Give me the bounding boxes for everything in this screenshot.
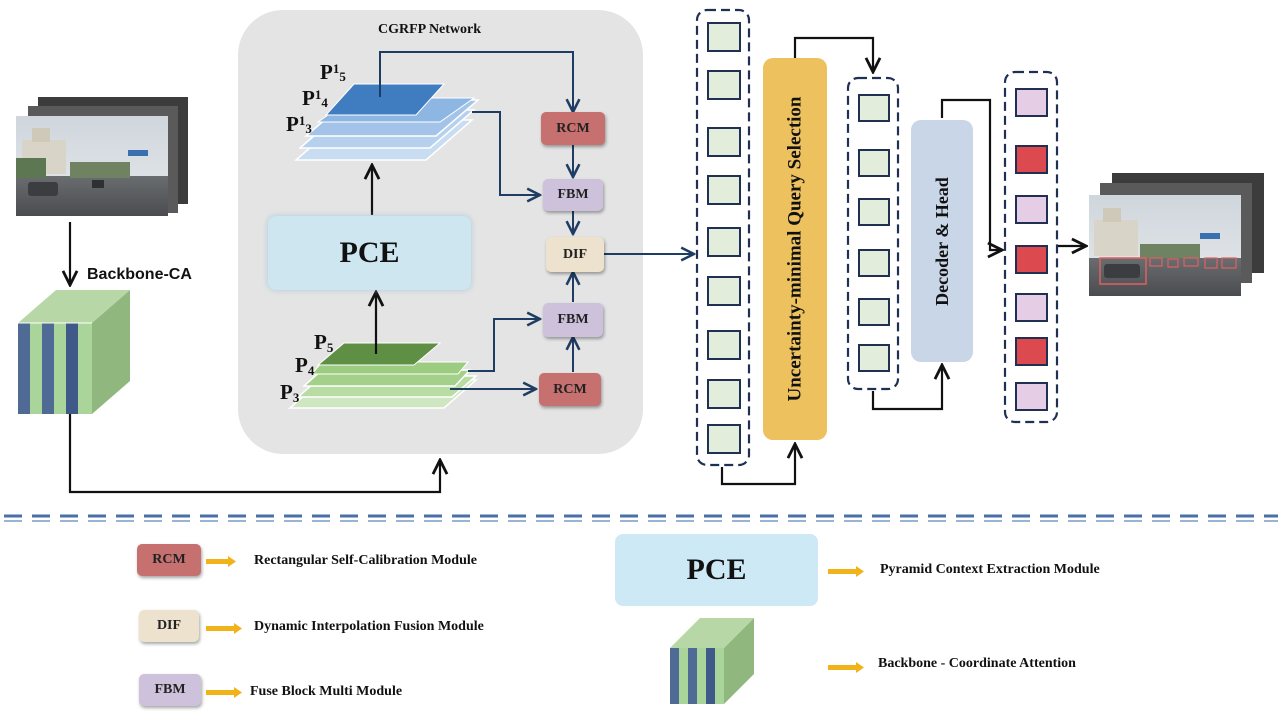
input-image-stack bbox=[16, 97, 188, 216]
token-column-2-item bbox=[858, 198, 890, 226]
level-label-p3: P3 bbox=[280, 380, 300, 405]
token-column-2-item bbox=[858, 249, 890, 277]
lower-pyramid bbox=[288, 342, 478, 409]
legend-backbone-arrow-icon bbox=[828, 660, 864, 673]
token-column-1-item bbox=[707, 227, 741, 257]
token-column-2-item bbox=[858, 149, 890, 177]
level-label-p4: P4 bbox=[295, 353, 315, 378]
legend-fbm-arrow-icon bbox=[206, 685, 242, 698]
pce-label: PCE bbox=[339, 236, 400, 269]
token-column-2 bbox=[846, 76, 900, 391]
legend-rcm-text: Rectangular Self-Calibration Module bbox=[254, 553, 477, 568]
level-label-p1-5: P15 bbox=[320, 60, 346, 84]
cgrfp-title: CGRFP Network bbox=[378, 22, 482, 37]
token-column-1-item bbox=[707, 22, 741, 52]
legend-pce-arrow-icon bbox=[828, 564, 864, 577]
level-label-p1-4: P14 bbox=[302, 86, 328, 110]
output-image-stack bbox=[1089, 173, 1264, 296]
token-column-2-item bbox=[858, 94, 890, 122]
backbone-block bbox=[18, 290, 130, 414]
legend-backbone-text: Backbone - Coordinate Attention bbox=[878, 656, 1076, 671]
legend-dif-arrow-icon bbox=[206, 621, 242, 634]
legend-dif-text: Dynamic Interpolation Fusion Module bbox=[254, 619, 484, 634]
token-column-1-item bbox=[707, 70, 741, 100]
legend-rcm-arrow-icon bbox=[206, 554, 236, 567]
token-column-2-item bbox=[858, 344, 890, 372]
rcm-bottom-module: RCM bbox=[539, 373, 601, 406]
legend-fbm-text: Fuse Block Multi Module bbox=[250, 684, 403, 699]
token-column-1-item bbox=[707, 379, 741, 409]
legend-dif-box: DIF bbox=[139, 610, 199, 642]
token-column-1-item bbox=[707, 424, 741, 454]
token-column-2-item bbox=[858, 298, 890, 326]
legend-fbm-box: FBM bbox=[139, 674, 201, 706]
detection-token-pink bbox=[1015, 88, 1048, 117]
legend-pce-box: PCE bbox=[615, 534, 818, 606]
token-column-1-item bbox=[707, 175, 741, 205]
decoder-head-block: Decoder & Head bbox=[911, 120, 973, 362]
dif-module: DIF bbox=[546, 237, 604, 272]
decoder-head-label: Decoder & Head bbox=[931, 176, 952, 306]
detection-token-pink bbox=[1015, 382, 1048, 411]
pce-block: PCE bbox=[268, 216, 471, 290]
query-selection-label: Uncertainty-minimal Query Selection bbox=[784, 96, 806, 402]
token-column-1-item bbox=[707, 127, 741, 157]
query-selection-block: Uncertainty-minimal Query Selection bbox=[763, 58, 827, 440]
rcm-top-module: RCM bbox=[541, 112, 605, 145]
detection-token-red bbox=[1015, 245, 1048, 274]
detection-token-pink bbox=[1015, 293, 1048, 322]
legend-backbone-icon bbox=[670, 618, 754, 704]
detection-token-red bbox=[1015, 337, 1048, 366]
level-label-p1-3: P13 bbox=[286, 112, 312, 136]
token-column-1-item bbox=[707, 330, 741, 360]
detection-token-pink bbox=[1015, 195, 1048, 224]
token-column-1-item bbox=[707, 276, 741, 306]
fbm-bottom-module: FBM bbox=[543, 303, 603, 337]
legend-pce-label: PCE bbox=[686, 553, 747, 586]
upper-pyramid bbox=[293, 83, 481, 161]
detection-token-red bbox=[1015, 145, 1048, 174]
level-label-p5: P5 bbox=[314, 330, 334, 355]
legend-rcm-box: RCM bbox=[137, 544, 201, 576]
fbm-top-module: FBM bbox=[543, 179, 603, 211]
backbone-label: Backbone-CA bbox=[87, 266, 192, 283]
legend-pce-text: Pyramid Context Extraction Module bbox=[880, 562, 1100, 577]
